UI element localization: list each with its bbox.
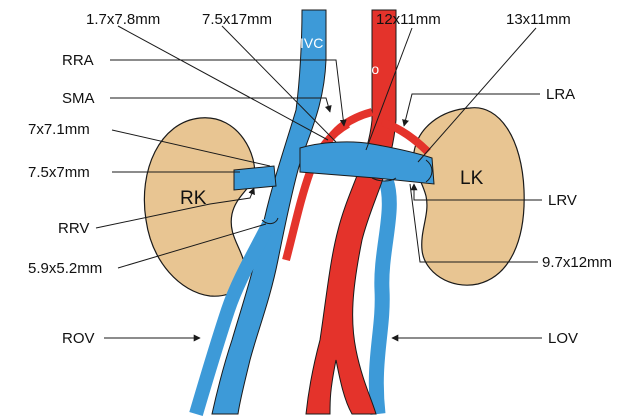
rra-label: RRA — [62, 52, 94, 69]
left-ovarian-vein — [376, 180, 389, 414]
lrv-label: LRV — [548, 192, 577, 209]
rov-label: ROV — [62, 330, 95, 347]
measure-label-7: 5.9x5.2mm — [28, 260, 102, 277]
measure-label-1: 1.7x7.8mm — [86, 11, 160, 28]
measure-label-8: 9.7x12mm — [542, 254, 612, 271]
measure-label-4: 13x11mm — [506, 11, 571, 28]
measure-label-6: 7.5x7mm — [28, 164, 90, 181]
measure-label-3: 12x11mm — [376, 11, 441, 28]
lov-label: LOV — [548, 330, 578, 347]
lra-label: LRA — [546, 86, 575, 103]
sma-label: SMA — [62, 90, 95, 107]
left-kidney-label: LK — [460, 168, 484, 189]
left-kidney — [414, 108, 524, 285]
ivc-label: IVC — [300, 35, 323, 51]
measure-label-5: 7x7.1mm — [28, 121, 90, 138]
right-renal-vein — [234, 166, 276, 190]
aorta-label: Ao — [362, 61, 379, 77]
rrv-label: RRV — [58, 220, 89, 237]
measure-label-2: 7.5x17mm — [202, 11, 272, 28]
